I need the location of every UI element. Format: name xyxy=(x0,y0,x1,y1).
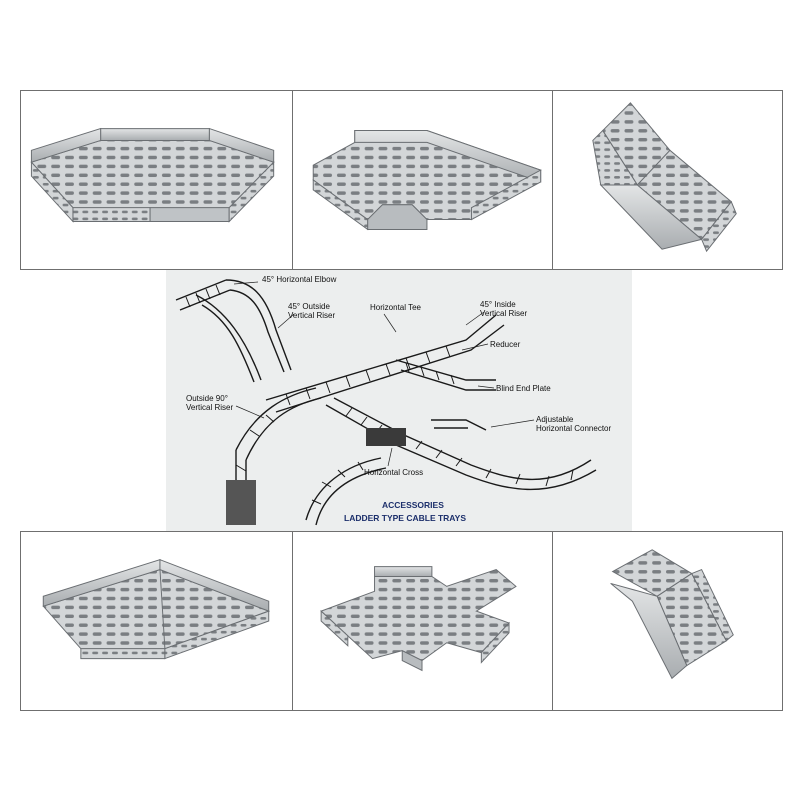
panel-horizontal-bend xyxy=(20,90,293,270)
panel-riser xyxy=(552,531,783,711)
label-outside-90-l2: Vertical Riser xyxy=(186,403,233,412)
label-45-inside-l1: 45° Inside xyxy=(480,300,516,309)
label-horizontal-cross: Horizontal Cross xyxy=(364,468,423,477)
ladder-tray-accessories-diagram: 45° Horizontal Elbow 45° Outside Vertica… xyxy=(166,270,632,532)
ladder-rungs xyxy=(185,284,574,505)
riser-base-block xyxy=(226,480,256,525)
label-45-inside-l2: Vertical Riser xyxy=(480,309,527,318)
riser-tray-icon xyxy=(610,549,734,680)
panel-vertical-bend xyxy=(552,90,783,270)
panel-90-degree-bend xyxy=(20,531,293,711)
panel-tee xyxy=(292,90,553,270)
horizontal-cross-block xyxy=(366,428,406,446)
cross-tray-icon xyxy=(320,566,517,672)
label-45-horizontal-elbow: 45° Horizontal Elbow xyxy=(262,275,337,284)
label-adjustable-l1: Adjustable xyxy=(536,415,574,424)
diagram-title-line2: LADDER TYPE CABLE TRAYS xyxy=(344,513,466,523)
label-adjustable-l2: Horizontal Connector xyxy=(536,424,611,433)
diagram-title-line1: ACCESSORIES xyxy=(382,500,444,510)
label-45-outside-l2: Vertical Riser xyxy=(288,311,335,320)
panel-cross xyxy=(292,531,553,711)
90-degree-bend-tray-icon xyxy=(42,558,271,660)
horizontal-bend-tray-icon xyxy=(30,127,275,223)
vertical-bend-tray-icon xyxy=(592,102,737,253)
leader-lines xyxy=(233,281,535,467)
label-horizontal-tee: Horizontal Tee xyxy=(370,303,422,312)
label-45-outside-l1: 45° Outside xyxy=(288,302,330,311)
label-blind-end-plate: Blind End Plate xyxy=(496,384,551,393)
label-reducer: Reducer xyxy=(490,340,521,349)
tee-tray-icon xyxy=(312,130,542,231)
label-outside-90-l1: Outside 90° xyxy=(186,394,228,403)
